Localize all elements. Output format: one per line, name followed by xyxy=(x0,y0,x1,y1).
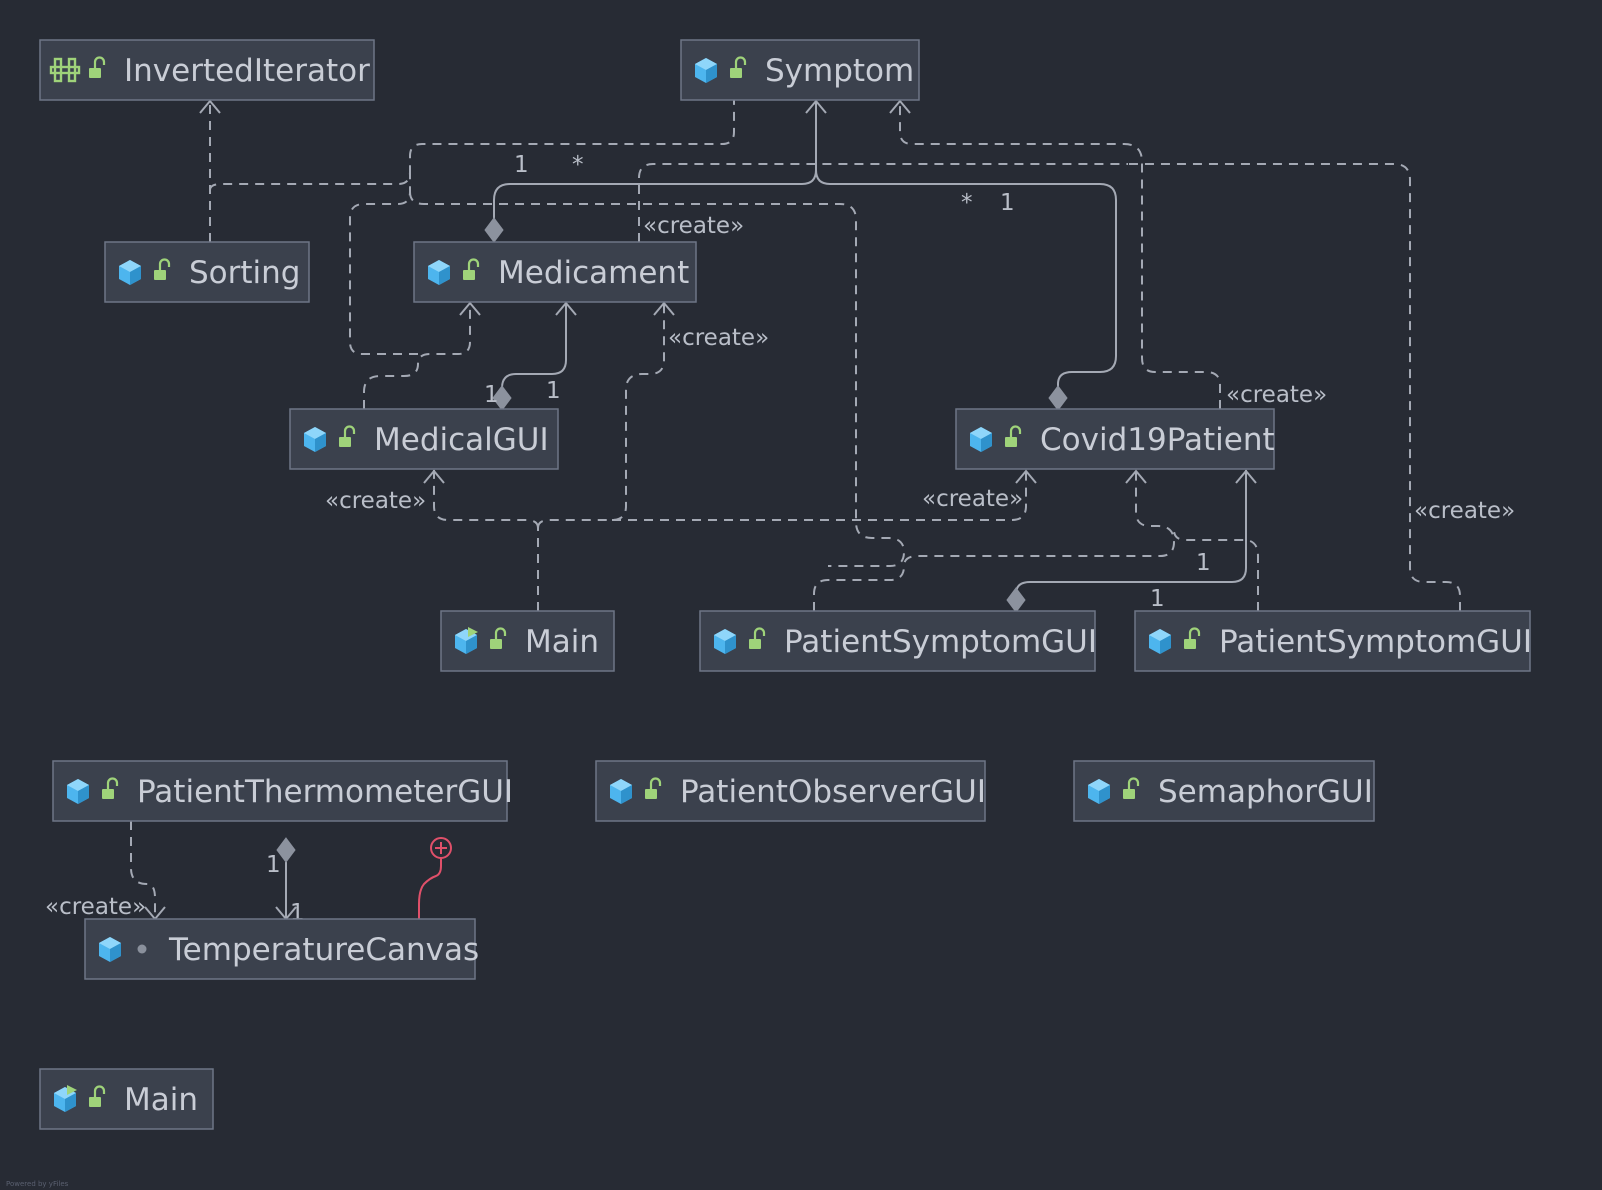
class-name: Main xyxy=(525,624,599,660)
composition-diamond xyxy=(276,837,296,863)
class-name: Covid19Patient xyxy=(1040,422,1275,458)
nested-class-plus-mark xyxy=(435,842,447,854)
multiplicity-label: * xyxy=(572,152,584,178)
edge-thermometergui-create-temperaturecanvas xyxy=(130,821,156,919)
stereotype-create-label: «create» xyxy=(325,488,426,514)
package-visibility-icon xyxy=(137,944,147,954)
class-name: PatientSymptomGUI xyxy=(784,624,1097,660)
node-box xyxy=(84,918,476,980)
class-node-semaphor-gui[interactable]: SemaphorGUI xyxy=(1073,760,1375,822)
edge-medicalgui-depends-medicament xyxy=(363,302,471,409)
arrow-head xyxy=(1235,469,1257,484)
arrow-head xyxy=(653,301,675,316)
stereotype-create-label: «create» xyxy=(45,894,146,920)
class-name: Symptom xyxy=(765,53,914,89)
stereotype-create-label: «create» xyxy=(643,213,744,239)
edges-layer xyxy=(130,99,1461,921)
class-node-medical-gui[interactable]: MedicalGUI xyxy=(289,408,559,470)
multiplicity-label: 1 xyxy=(1000,190,1015,216)
node-box xyxy=(413,241,697,303)
class-node-patient-thermometer-gui[interactable]: PatientThermometerGUI xyxy=(52,760,513,822)
nested-class-plus-icon xyxy=(430,837,452,859)
class-node-covid19-patient[interactable]: Covid19Patient xyxy=(955,408,1275,470)
edge-patientsymptomgui2-depends-covid19patient xyxy=(1173,529,1259,611)
multiplicity-label: * xyxy=(961,190,973,216)
stereotype-create-label: «create» xyxy=(1226,382,1327,408)
arrow-head xyxy=(1015,469,1037,484)
node-box xyxy=(955,408,1275,470)
class-name: InvertedIterator xyxy=(124,53,370,89)
class-name: Sorting xyxy=(189,255,300,291)
stereotype-create-label: «create» xyxy=(668,325,769,351)
node-box xyxy=(595,760,986,822)
class-node-inverted-iterator[interactable]: InvertedIterator xyxy=(39,39,375,101)
class-node-patient-observer-gui[interactable]: PatientObserverGUI xyxy=(595,760,986,822)
stereotype-create-label: «create» xyxy=(1414,498,1515,524)
class-node-main-1[interactable]: Main xyxy=(440,610,615,672)
class-name: Medicament xyxy=(498,255,689,291)
edge-patientsymptomgui1-depends-covid19patient xyxy=(813,470,1176,611)
class-node-sorting[interactable]: Sorting xyxy=(104,241,310,303)
node-box xyxy=(699,610,1096,672)
arrow-head xyxy=(423,469,445,484)
edge-main-create-medicalgui xyxy=(433,470,539,529)
node-box xyxy=(680,39,920,101)
arrow-head xyxy=(459,301,481,316)
class-name: PatientSymptomGUI xyxy=(1219,624,1532,660)
multiplicity-label: 1 xyxy=(1196,550,1211,576)
class-name: SemaphorGUI xyxy=(1158,774,1373,810)
node-box xyxy=(39,39,375,101)
edge-main-create-covid19patient xyxy=(612,470,1027,521)
multiplicity-label: 1 xyxy=(266,852,281,878)
class-node-symptom[interactable]: Symptom xyxy=(680,39,920,101)
edge-patientsymptomgui1-composition-covid19patient xyxy=(1015,470,1247,600)
edge-labels-layer: «create» «create» «create» «create» «create»… xyxy=(45,152,1515,926)
class-node-temperature-canvas[interactable]: TemperatureCanvas xyxy=(84,918,479,980)
class-name: Main xyxy=(124,1082,198,1118)
arrow-head xyxy=(889,99,911,114)
class-name: MedicalGUI xyxy=(374,422,549,458)
composition-diamond xyxy=(1006,587,1026,613)
stereotype-create-label: «create» xyxy=(922,486,1023,512)
edge-sorting-depends-symptom xyxy=(209,100,735,191)
class-node-medicament[interactable]: Medicament xyxy=(413,241,697,303)
powered-by-footer: Powered by yFiles xyxy=(6,1180,69,1188)
arrow-head xyxy=(1125,469,1147,484)
composition-diamond xyxy=(1048,385,1068,411)
node-box xyxy=(52,760,508,822)
edge-patientsymptomgui1-depends-medicalgui xyxy=(409,191,906,567)
multiplicity-label: 1 xyxy=(484,382,499,408)
class-node-main-2[interactable]: Main xyxy=(39,1068,214,1130)
multiplicity-label: 1 xyxy=(514,152,529,178)
edge-medicament-composition-symptom xyxy=(493,100,817,230)
edge-medicament-create-symptom xyxy=(638,163,1128,242)
edge-patientsymptomgui2-create-symptom xyxy=(1128,163,1461,611)
edge-covid19patient-composition-symptom xyxy=(815,169,1117,398)
multiplicity-label: 1 xyxy=(546,378,561,404)
multiplicity-label: 1 xyxy=(1150,586,1165,612)
arrow-head xyxy=(805,99,827,114)
class-name: PatientThermometerGUI xyxy=(137,774,513,810)
class-node-patient-symptom-gui-2[interactable]: PatientSymptomGUI xyxy=(1134,610,1532,672)
edge-medicalgui-composition-medicament xyxy=(501,302,567,398)
edge-main-create-medicament xyxy=(537,302,665,529)
edge-covid19patient-create-symptom xyxy=(899,100,1221,409)
arrow-head xyxy=(199,99,221,114)
edge-temperaturecanvas-nested-in-thermometergui xyxy=(418,858,442,919)
class-name: TemperatureCanvas xyxy=(168,932,479,968)
class-name: PatientObserverGUI xyxy=(680,774,986,810)
edge-medicalgui-depends-symptom xyxy=(349,172,418,355)
composition-diamond xyxy=(484,217,504,243)
node-box xyxy=(289,408,559,470)
class-node-patient-symptom-gui-1[interactable]: PatientSymptomGUI xyxy=(699,610,1097,672)
arrow-head xyxy=(555,301,577,316)
node-box xyxy=(1134,610,1531,672)
